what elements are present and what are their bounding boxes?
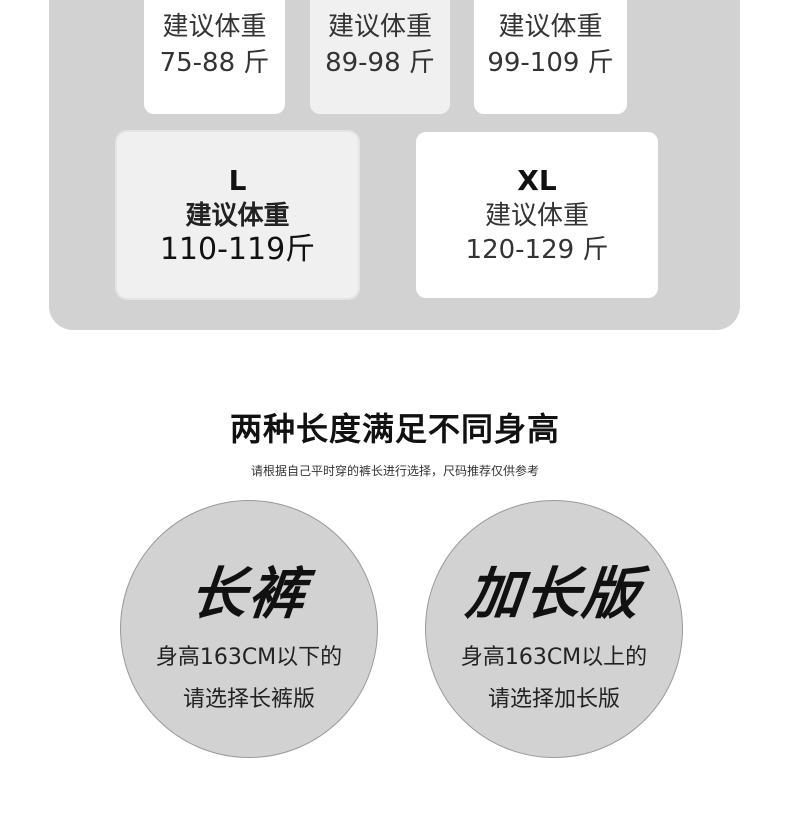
size-card-m-sub: 建议体重 (327, 12, 432, 42)
size-card-m-range: 89-98 斤 (325, 48, 435, 78)
size-card-s-sub: 建议体重 (162, 12, 267, 42)
option-long-line2: 请选择加长版 (487, 687, 620, 712)
option-regular-title: 长裤 (187, 562, 310, 627)
section-title: 两种长度满足不同身高 (229, 410, 560, 448)
size-card-ml-sub: 建议体重 (498, 12, 603, 42)
option-long-length[interactable]: 加长版 身高163CM以上的 请选择加长版 (425, 500, 683, 758)
size-card-ml-range: 99-109 斤 (487, 48, 614, 78)
option-long-line1: 身高163CM以上的 (460, 645, 648, 670)
size-card-xl-sub: 建议体重 (484, 201, 589, 231)
size-card-m[interactable]: 建议体重 89-98 斤 (310, 0, 450, 114)
size-card-l-range: 110-119斤 (159, 232, 316, 267)
size-card-xl-label: XL (517, 164, 557, 197)
size-card-s[interactable]: 建议体重 75-88 斤 (144, 0, 285, 114)
size-card-ml[interactable]: 建议体重 99-109 斤 (474, 0, 627, 114)
size-card-l-sub: 建议体重 (185, 201, 290, 231)
option-regular-line1: 身高163CM以下的 (155, 645, 343, 670)
option-regular-length[interactable]: 长裤 身高163CM以下的 请选择长裤版 (120, 500, 378, 758)
size-card-xl-range: 120-129 斤 (465, 235, 609, 265)
size-card-xl[interactable]: XL 建议体重 120-129 斤 (416, 132, 658, 298)
section-subtitle: 请根据自己平时穿的裤长进行选择，尺码推荐仅供参考 (250, 464, 539, 478)
option-regular-line2: 请选择长裤版 (182, 687, 315, 712)
size-card-l[interactable]: L 建议体重 110-119斤 (117, 132, 358, 298)
size-card-s-range: 75-88 斤 (159, 48, 270, 78)
size-card-l-label: L (228, 164, 247, 197)
option-long-title: 加长版 (463, 562, 644, 627)
